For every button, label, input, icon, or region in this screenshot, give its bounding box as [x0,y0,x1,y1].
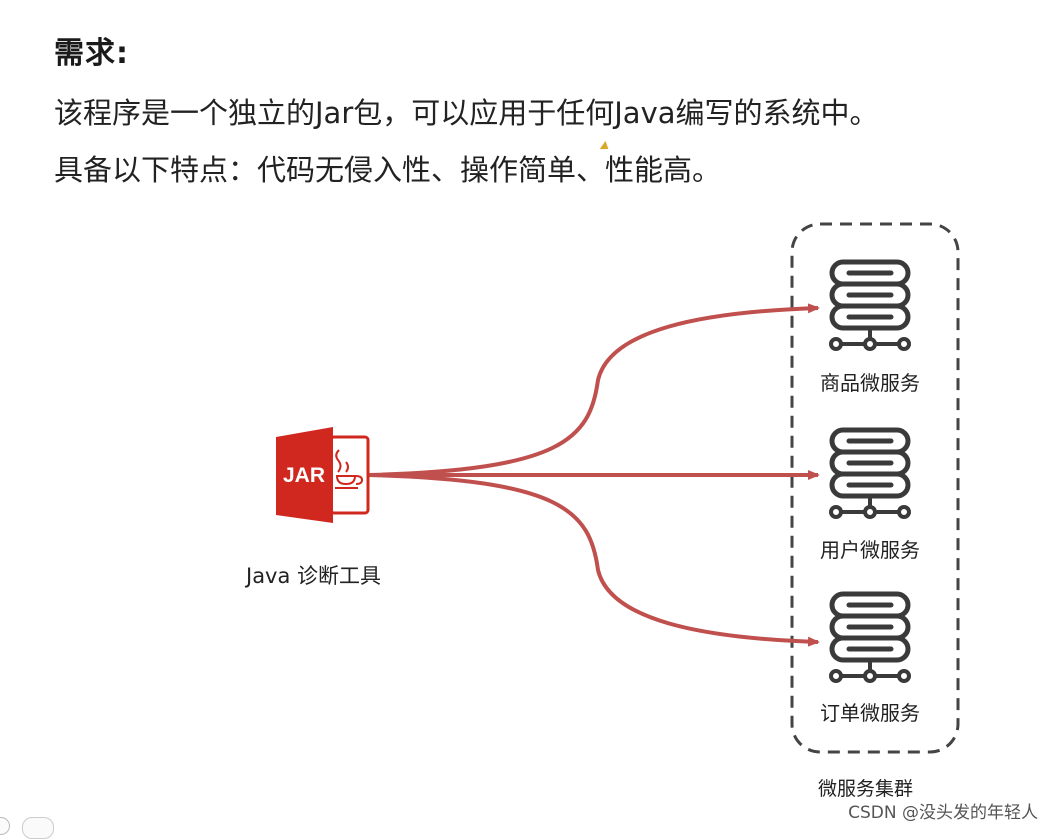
csdn-watermark: CSDN @没头发的年轻人 [848,803,1038,823]
order-server-icon [831,594,909,681]
microservice-cluster-box [790,222,960,754]
arrow-to-order-service [367,473,820,647]
jar-tool-label: Java 诊断工具 [246,564,382,588]
product-server-icon [831,262,909,349]
user-service-label: 用户微服务 [820,538,920,562]
cluster-label: 微服务集群 [818,778,914,800]
jar-badge-text: JAR [283,464,325,487]
order-service-label: 订单微服务 [820,701,920,725]
user-server-icon [831,430,909,517]
jar-file-icon: JAR [276,427,370,523]
product-service-label: 商品微服务 [820,371,920,395]
player-menu-icon[interactable] [22,817,54,839]
requirement-line-2: 具备以下特点：代码无侵入性、操作简单、性能高。 [54,153,722,187]
slide-heading: 需求: [54,36,129,71]
requirement-line-1: 该程序是一个独立的Jar包，可以应用于任何Java编写的系统中。 [54,96,879,130]
arrow-to-product-service [367,303,820,477]
